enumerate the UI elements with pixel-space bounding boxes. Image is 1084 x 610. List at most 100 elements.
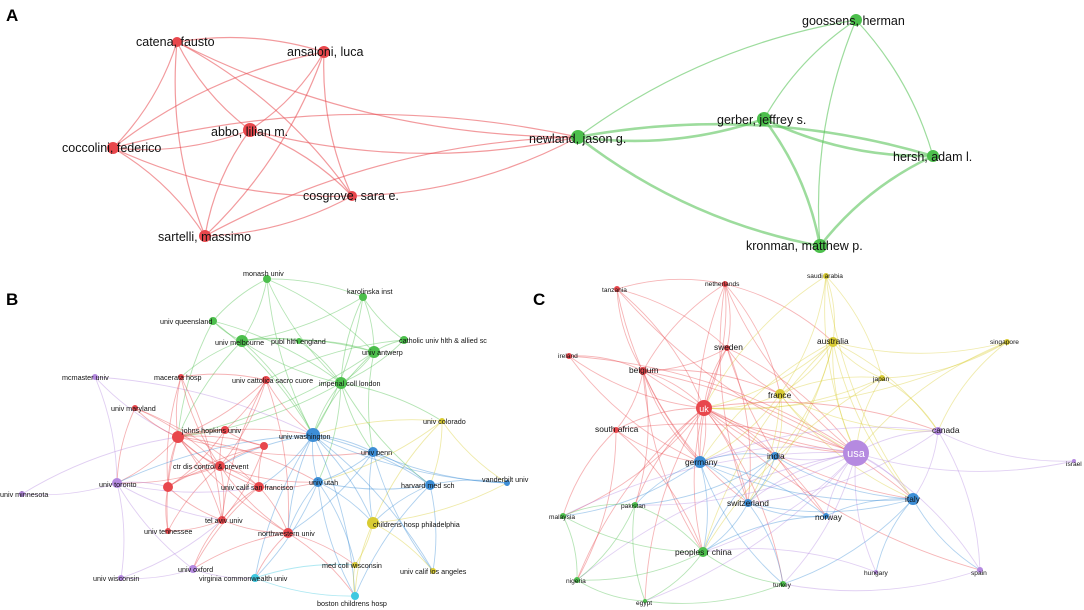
label-ansaloni: ansaloni, luca bbox=[287, 45, 363, 59]
link-germany-norway bbox=[699, 461, 827, 517]
label-tanzania: tanzania bbox=[602, 287, 627, 294]
link-india-china bbox=[702, 455, 776, 553]
link-canada-spain bbox=[937, 430, 981, 571]
link-germany-pakistan bbox=[634, 461, 701, 506]
label-india: india bbox=[767, 451, 785, 461]
label-minnesota: univ minnesota bbox=[0, 490, 48, 499]
link-goossens-kronman bbox=[817, 19, 857, 247]
link-washington-utah bbox=[312, 434, 319, 483]
label-telaviv: tel aviv univ bbox=[205, 516, 243, 525]
link-uk-italy bbox=[703, 407, 914, 500]
panel-c-links bbox=[562, 275, 1075, 604]
node-washington bbox=[306, 428, 320, 442]
link-tanzania-germany bbox=[616, 288, 701, 463]
link-newland-goossens bbox=[577, 19, 857, 138]
link-ansaloni-coccolini bbox=[112, 51, 325, 149]
link-utah-chop bbox=[317, 481, 374, 524]
link-abbo-sartelli bbox=[204, 129, 251, 237]
link-saudi-france bbox=[779, 275, 827, 395]
link-ctrdis-telaviv bbox=[219, 465, 225, 521]
link-harvard-ucla bbox=[429, 484, 437, 572]
node-catena bbox=[172, 37, 182, 47]
link-ctrdis-northwestern bbox=[219, 465, 289, 534]
link-hersh-kronman bbox=[818, 154, 934, 247]
link-sanfran-northwestern bbox=[258, 486, 289, 534]
label-ireland: ireland bbox=[558, 353, 578, 360]
link-tanzania-sweden bbox=[616, 288, 728, 349]
link-india-germany bbox=[699, 453, 776, 463]
link-penn-harvard bbox=[372, 451, 431, 486]
link-unl3-sacrocuore bbox=[224, 379, 267, 431]
node-belgium bbox=[639, 367, 647, 375]
link-pakistan-china bbox=[634, 504, 704, 553]
node-hopkins bbox=[172, 431, 184, 443]
link-imperial-utah bbox=[317, 382, 342, 483]
node-macerata bbox=[178, 374, 184, 380]
link-penn-chop bbox=[369, 451, 374, 524]
link-sartelli-cosgrove bbox=[204, 195, 353, 237]
link-canada-switzerland bbox=[747, 430, 939, 504]
link-ireland-belgium bbox=[568, 355, 644, 372]
link-usa-switzerland bbox=[747, 452, 857, 504]
link-turkey-egypt bbox=[644, 583, 784, 604]
link-belgium-france bbox=[642, 369, 781, 395]
link-sartelli-newland bbox=[204, 136, 579, 237]
link-toronto-telaviv bbox=[116, 482, 223, 521]
label-pakistan: pakistan bbox=[621, 503, 646, 510]
link-imperial-penn bbox=[340, 382, 374, 453]
link-northwestern-bostonch bbox=[287, 532, 356, 597]
label-netherlands: netherlands bbox=[705, 281, 740, 288]
label-bostonch: boston childrens hosp bbox=[317, 599, 387, 608]
link-norway-china bbox=[702, 515, 827, 553]
link-sanfran-unl1 bbox=[258, 445, 265, 488]
node-egypt bbox=[643, 599, 647, 603]
link-chop-vanderbilt bbox=[372, 482, 508, 524]
label-turkey: turkey bbox=[773, 582, 792, 589]
label-medcoll: med coll wisconsin bbox=[322, 561, 382, 570]
label-italy: italy bbox=[905, 494, 921, 504]
link-china-egypt bbox=[644, 551, 704, 602]
label-sacrocuore: univ cattolica sacro cuore bbox=[232, 376, 313, 385]
link-netherlands-sweden bbox=[724, 283, 731, 349]
node-switzerland bbox=[744, 499, 752, 507]
link-colorado-vanderbilt bbox=[441, 420, 508, 484]
link-monash-washington bbox=[266, 278, 314, 436]
node-sweden bbox=[724, 345, 730, 351]
node-harvard bbox=[425, 480, 435, 490]
link-ctrdis-utah bbox=[219, 465, 319, 483]
link-vcu-bostonch bbox=[254, 577, 356, 597]
link-germany-malaysia bbox=[562, 461, 701, 517]
link-sacrocuore-telaviv bbox=[221, 379, 267, 521]
link-belgium-china bbox=[642, 370, 704, 553]
link-harvard-chop bbox=[372, 484, 431, 524]
link-unl1-unl2 bbox=[167, 445, 265, 488]
link-uk-egypt bbox=[644, 407, 705, 602]
link-germany-italy bbox=[699, 461, 914, 501]
link-pakistan-egypt bbox=[632, 504, 646, 602]
link-usa-china bbox=[702, 452, 857, 553]
label-usa: usa bbox=[847, 448, 866, 460]
link-colorado-harvard bbox=[429, 420, 443, 486]
link-washington-vcu bbox=[254, 434, 314, 579]
link-pakistan-malaysia bbox=[562, 503, 636, 517]
link-southafrica-china bbox=[615, 429, 704, 553]
link-macerata-telaviv bbox=[180, 376, 223, 521]
panel-c-nodes bbox=[560, 273, 1076, 603]
link-switzerland-china bbox=[702, 502, 749, 553]
link-catena-abbo bbox=[176, 41, 251, 131]
link-hungary-china bbox=[702, 548, 877, 573]
link-australia-uk bbox=[703, 341, 834, 409]
label-cosgrove: cosgrove, sara e. bbox=[303, 189, 399, 203]
link-minnesota-hopkins bbox=[21, 436, 179, 495]
link-gerber-hersh bbox=[763, 117, 934, 158]
link-coccolini-sartelli bbox=[112, 147, 206, 237]
panel-b-nodes bbox=[19, 275, 510, 600]
node-malaysia bbox=[560, 513, 566, 519]
node-gerber bbox=[757, 112, 771, 126]
link-singapore-canada bbox=[937, 341, 1008, 432]
label-catena: catena, fausto bbox=[136, 35, 215, 49]
link-newland-kronman bbox=[577, 135, 821, 248]
link-colorado-chop bbox=[372, 420, 443, 524]
link-melbourne-hopkins bbox=[177, 340, 243, 438]
